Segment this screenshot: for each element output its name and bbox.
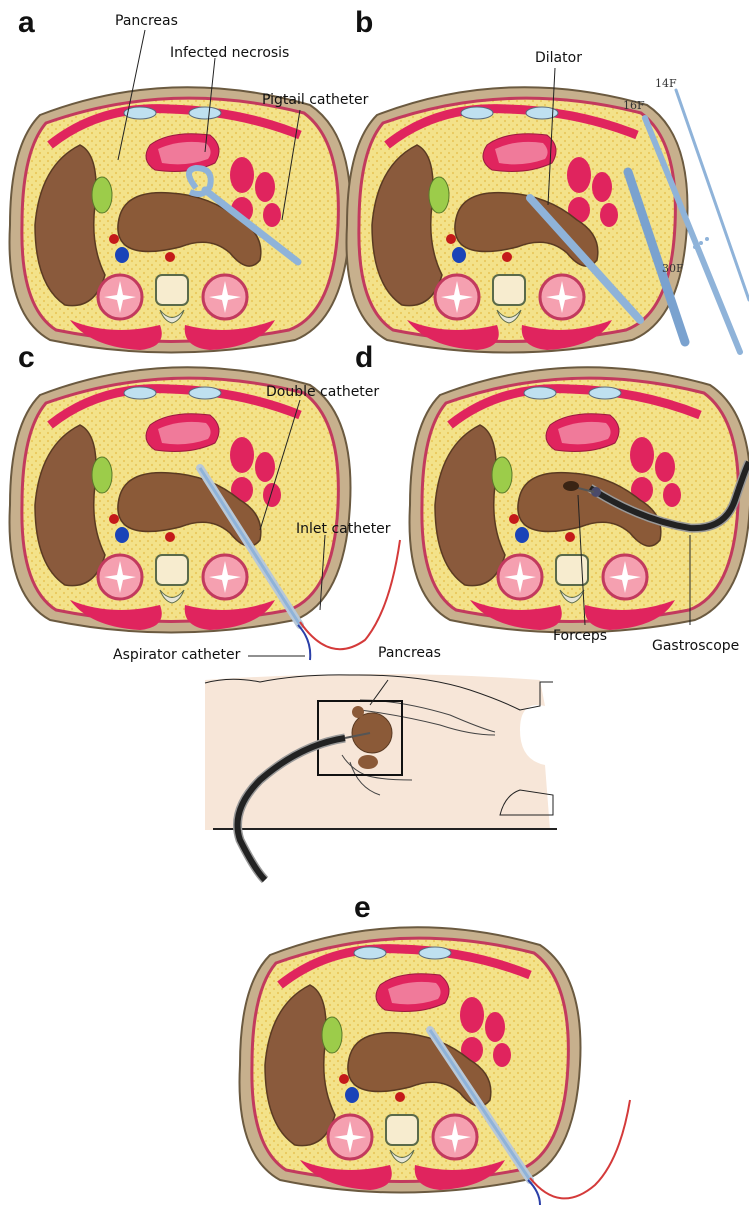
label-dilator: Dilator bbox=[535, 51, 582, 65]
label-inlet-catheter: Inlet catheter bbox=[296, 522, 391, 536]
label-pigtail-catheter: Pigtail catheter bbox=[262, 93, 368, 107]
cross-section-e bbox=[240, 927, 581, 1192]
label-forceps: Forceps bbox=[553, 629, 607, 643]
label-dilator-16f: 16F bbox=[623, 100, 645, 111]
aspirator-catheter-c bbox=[298, 625, 310, 660]
label-aspirator-catheter: Aspirator catheter bbox=[113, 648, 240, 662]
label-dilator-14f: 14F bbox=[655, 78, 677, 89]
label-double-catheter: Double catheter bbox=[266, 385, 379, 399]
body-illustration bbox=[205, 674, 557, 880]
label-gastroscope: Gastroscope bbox=[652, 639, 739, 653]
cross-section-c bbox=[10, 367, 351, 632]
cross-section-d bbox=[410, 367, 749, 632]
label-pancreas-a: Pancreas bbox=[115, 14, 178, 28]
cross-section-a bbox=[10, 87, 351, 352]
label-infected-necrosis: Infected necrosis bbox=[170, 46, 289, 60]
label-dilator-30f: 30F bbox=[662, 263, 684, 274]
label-pancreas-body: Pancreas bbox=[378, 646, 441, 660]
